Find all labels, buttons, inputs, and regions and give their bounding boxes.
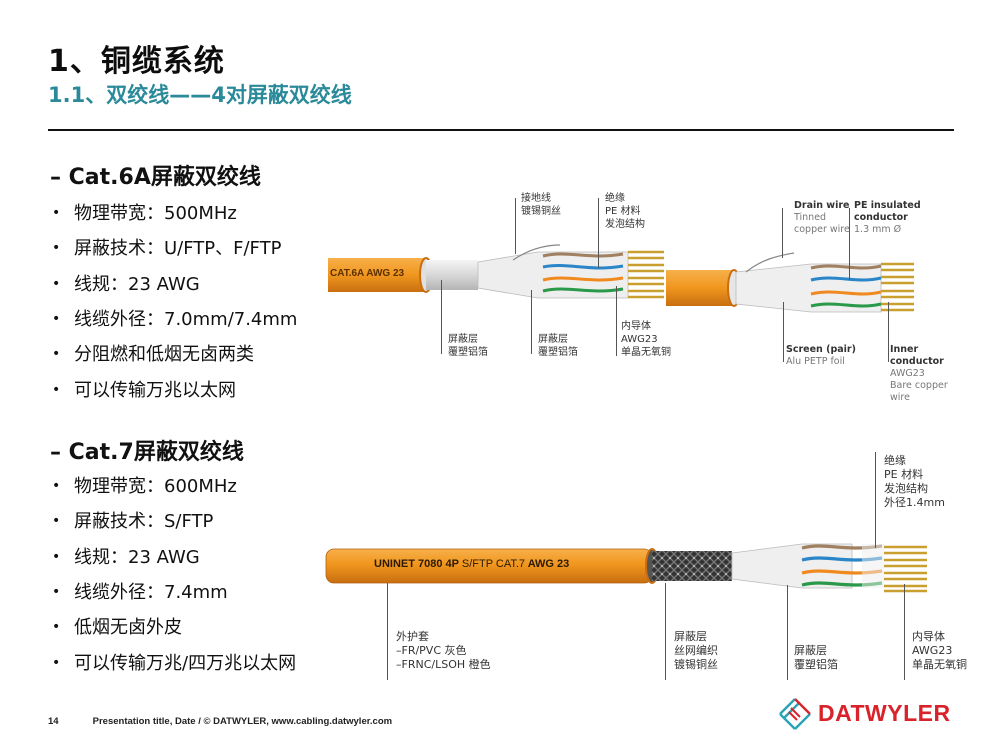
- leader-line: [888, 302, 889, 362]
- outer-foil-shield: [426, 260, 478, 290]
- bullet-item: • 物理带宽：600MHz: [52, 469, 296, 504]
- bullet-icon: •: [52, 240, 61, 257]
- cable-print-text: UNINET 7080 4P S/FTP CAT.7 AWG 23: [374, 558, 570, 570]
- bullet-text: 物理带宽：500MHz: [74, 203, 237, 225]
- label-pair-screen: 屏蔽层覆塑铝箔: [538, 334, 578, 358]
- bullet-icon: •: [52, 275, 61, 292]
- bullet-icon: •: [52, 478, 61, 495]
- bullet-text: 线规：23 AWG: [74, 273, 200, 295]
- bullet-icon: •: [52, 584, 61, 601]
- bullet-list-cat7: • 物理带宽：600MHz • 屏蔽技术：S/FTP • 线规：23 AWG • 线缆外…: [52, 469, 296, 681]
- bullet-icon: •: [52, 205, 61, 222]
- bullet-icon: •: [52, 381, 61, 398]
- label-screen-pair: Screen (pair)Alu PETP foil: [786, 344, 856, 367]
- bullet-item: • 屏蔽技术：S/FTP: [52, 504, 296, 539]
- datwyler-logo-text: DATWYLER: [818, 700, 951, 726]
- bullet-text: 可以传输万兆/四万兆以太网: [74, 652, 297, 674]
- bullet-item: • 低烟无卤外皮: [52, 610, 296, 645]
- page-number: 14: [48, 716, 59, 727]
- bullet-icon: •: [52, 311, 61, 328]
- bullet-item: • 屏蔽技术：U/FTP、F/FTP: [52, 231, 297, 266]
- bullet-icon: •: [52, 346, 61, 363]
- bullet-icon: •: [52, 654, 61, 671]
- leader-line: [849, 208, 850, 280]
- footer-text: Presentation title, Date / © DATWYLER, w…: [92, 716, 393, 727]
- cable-illustration: [325, 543, 927, 593]
- drain-wire: [512, 244, 561, 261]
- cable-illustration: [328, 244, 664, 299]
- bullet-item: • 线规：23 AWG: [52, 267, 297, 302]
- bullet-text: 线缆外径：7.4mm: [74, 582, 228, 604]
- bullet-text: 物理带宽：600MHz: [74, 476, 237, 498]
- cable-jacket: [666, 270, 734, 306]
- bullet-text: 分阻燃和低烟无卤两类: [74, 344, 254, 366]
- header-divider: [48, 129, 954, 131]
- label-outer-screen: 屏蔽层覆塑铝箔: [448, 334, 488, 358]
- braided-shield: [652, 551, 732, 581]
- leader-line: [665, 583, 666, 680]
- section-heading-cat6a: – Cat.6A屏蔽双绞线: [50, 165, 261, 190]
- bullet-item: • 可以传输万兆/四万兆以太网: [52, 645, 296, 680]
- bullet-item: • 线缆外径：7.4mm: [52, 575, 296, 610]
- leader-line: [441, 280, 442, 354]
- cable-illustration: [666, 252, 914, 313]
- footer: 14 Presentation title, Date / © DATWYLER…: [48, 716, 392, 727]
- leader-line: [598, 198, 599, 268]
- bullet-text: 可以传输万兆以太网: [74, 379, 236, 401]
- slide-subtitle: 1.1、双绞线——4对屏蔽双绞线: [48, 83, 352, 107]
- bullet-icon: •: [52, 513, 61, 530]
- label-jacket: 外护套–FR/PVC 灰色–FRNC/LSOH 橙色: [396, 630, 491, 671]
- bullet-item: • 物理带宽：500MHz: [52, 196, 297, 231]
- bullet-text: 屏蔽技术：U/FTP、F/FTP: [74, 238, 282, 260]
- datwyler-logo-icon: [776, 696, 814, 732]
- bullet-item: • 分阻燃和低烟无卤两类: [52, 337, 297, 372]
- cable-print-text: CAT.6A AWG 23: [330, 268, 405, 279]
- leader-line: [531, 290, 532, 354]
- bullet-text: 线缆外径：7.0mm/7.4mm: [74, 309, 298, 331]
- label-foil-shield: 屏蔽层覆塑铝箔: [794, 644, 838, 671]
- bullet-icon: •: [52, 548, 61, 565]
- leader-line: [875, 452, 876, 548]
- bullet-text: 线规：23 AWG: [74, 546, 200, 568]
- leader-line: [616, 286, 617, 356]
- leader-line: [904, 584, 905, 680]
- bullet-icon: •: [52, 619, 61, 636]
- cat7-cable-diagram: UNINET 7080 4P S/FTP CAT.7 AWG 23 外护套–FR…: [322, 450, 972, 680]
- bullet-item: • 线规：23 AWG: [52, 540, 296, 575]
- section-heading-cat7: – Cat.7屏蔽双绞线: [50, 440, 244, 465]
- drain-wire: [745, 252, 795, 273]
- slide-title: 1、铜缆系统: [48, 44, 225, 79]
- leader-line: [387, 583, 388, 680]
- bullet-list-cat6a: • 物理带宽：500MHz • 屏蔽技术：U/FTP、F/FTP • 线规：23 AW…: [52, 196, 297, 408]
- leader-line: [783, 302, 784, 362]
- bullet-text: 低烟无卤外皮: [74, 617, 182, 639]
- label-drain-wire: 接地线镀锡铜丝: [521, 193, 561, 217]
- label-braid-shield: 屏蔽层丝网编织镀锡铜丝: [674, 630, 718, 671]
- leader-line: [515, 198, 516, 254]
- bullet-text: 屏蔽技术：S/FTP: [74, 511, 214, 533]
- leader-line: [787, 585, 788, 680]
- leader-line: [782, 208, 783, 258]
- bullet-item: • 可以传输万兆以太网: [52, 372, 297, 407]
- bullet-item: • 线缆外径：7.0mm/7.4mm: [52, 302, 297, 337]
- cable-jacket: [328, 258, 426, 292]
